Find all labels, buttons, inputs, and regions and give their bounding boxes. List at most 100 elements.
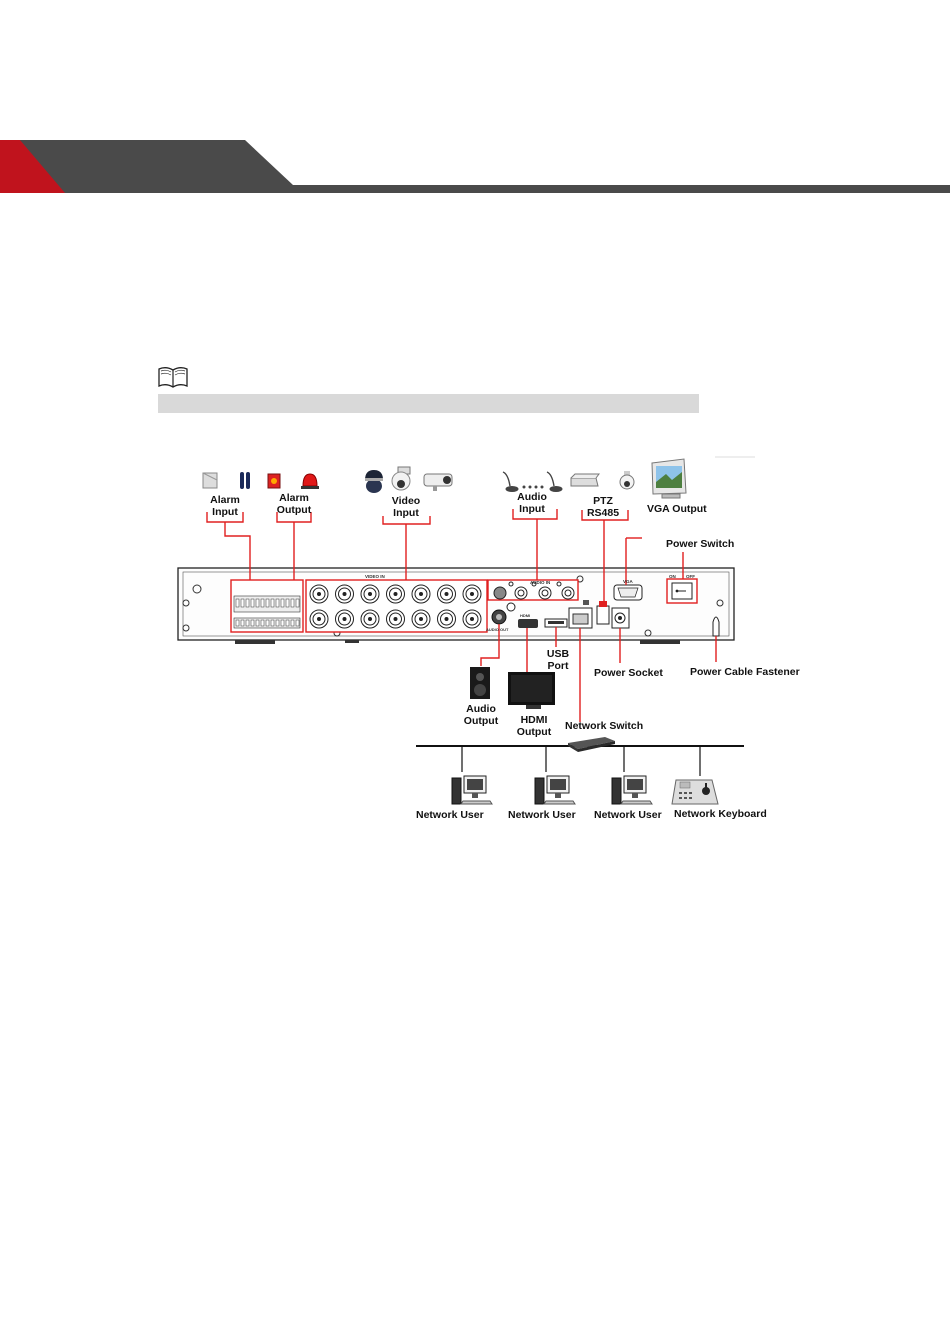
label-network-switch: Network Switch (565, 720, 643, 732)
alarm-terminal-pin (236, 599, 239, 607)
monitor-icon (652, 459, 686, 498)
bnc-connector (336, 610, 354, 628)
panel-audio-out-text: AUDIO OUT (486, 627, 509, 632)
label-ptz-line1: PTZ (580, 495, 626, 507)
alarm-terminal-pin (296, 620, 299, 626)
alarm-terminal-pin (271, 599, 274, 607)
label-ptz: PTZ RS485 (580, 495, 626, 519)
label-power-socket: Power Socket (594, 667, 663, 679)
label-alarm-input-line2: Input (203, 506, 247, 518)
alarm-terminal-pin (241, 620, 244, 626)
book-icon (157, 366, 189, 388)
network-switch-icon (568, 737, 615, 752)
page-header-banner (0, 0, 950, 200)
label-audio-input-line2: Input (510, 503, 554, 515)
tv-icon (508, 672, 555, 709)
alarm-terminal-pin (291, 599, 294, 607)
audio-out-jack (492, 610, 506, 624)
bnc-connector (310, 585, 328, 603)
alarm-terminal-pin (286, 599, 289, 607)
network-drops (462, 746, 700, 776)
bnc-connector (310, 610, 328, 628)
computer-icon (452, 776, 492, 804)
label-alarm-output: Alarm Output (272, 492, 316, 516)
usb-port (545, 619, 567, 627)
alarm-terminal-pin (266, 599, 269, 607)
bnc-connector (438, 610, 456, 628)
speaker-icon (470, 667, 490, 699)
label-vga-output: VGA Output (647, 503, 707, 515)
camera-icon (365, 467, 452, 493)
alarm-terminal-pin (251, 599, 254, 607)
label-video-input-line1: Video (384, 495, 428, 507)
label-usb-port: USB Port (541, 648, 575, 672)
bnc-connector (387, 585, 405, 603)
label-network-user-2: Network User (508, 809, 576, 821)
vga-port (614, 585, 642, 600)
alarm-terminal-pin (296, 599, 299, 607)
label-audio-output-line2: Output (459, 715, 503, 727)
label-hdmi-output-line1: HDMI (512, 714, 556, 726)
alarm-terminal-pin (286, 620, 289, 626)
label-alarm-output-line2: Output (272, 504, 316, 516)
alarm-terminal-pin (281, 599, 284, 607)
computer-icon (612, 776, 652, 804)
alarm-terminal-pin (256, 599, 259, 607)
alarm-sensor-icon (203, 472, 250, 489)
alarm-terminal-block (231, 580, 303, 632)
label-network-user-3: Network User (594, 809, 662, 821)
power-socket-port (612, 608, 629, 628)
label-alarm-output-line1: Alarm (272, 492, 316, 504)
power-cable-fastener-hook (713, 617, 719, 636)
label-power-cable-fastener: Power Cable Fastener (690, 666, 800, 678)
alarm-terminal-pin (276, 599, 279, 607)
alarm-terminal-pin (271, 620, 274, 626)
siren-icon (268, 474, 319, 489)
bnc-connector (412, 585, 430, 603)
label-network-user-1: Network User (416, 809, 484, 821)
panel-vga-text: VGA (623, 579, 634, 584)
rs485-terminal (597, 606, 609, 624)
label-alarm-input-line1: Alarm (203, 494, 247, 506)
bnc-connector (463, 610, 481, 628)
audio-in-block (488, 580, 578, 600)
bnc-connector (361, 585, 379, 603)
alarm-terminal-pin (276, 620, 279, 626)
alarm-terminal-pin (261, 599, 264, 607)
bnc-connector (463, 585, 481, 603)
dvr-rear-panel (178, 568, 734, 644)
label-hdmi-output: HDMI Output (512, 714, 556, 738)
alarm-terminal-pin (241, 599, 244, 607)
label-usb-port-line1: USB (541, 648, 575, 660)
label-usb-port-line2: Port (541, 660, 575, 672)
label-ptz-line2: RS485 (580, 507, 626, 519)
alarm-terminal-pin (281, 620, 284, 626)
label-power-switch: Power Switch (666, 538, 734, 550)
header-dark-band (0, 140, 950, 193)
keyboard-icon (672, 780, 718, 804)
power-switch-unit (667, 579, 697, 603)
hdmi-port (518, 619, 538, 628)
alarm-terminal-pin (266, 620, 269, 626)
video-in-block (306, 580, 487, 632)
lan-port (569, 608, 592, 628)
label-hdmi-output-line2: Output (512, 726, 556, 738)
panel-off-text: OFF (686, 574, 695, 579)
callout-lines (207, 509, 716, 722)
alarm-terminal-pin (246, 620, 249, 626)
alarm-terminal-pin (256, 620, 259, 626)
alarm-terminal-pin (236, 620, 239, 626)
bnc-connector (438, 585, 456, 603)
label-audio-input-line1: Audio (510, 491, 554, 503)
label-network-keyboard: Network Keyboard (674, 808, 767, 820)
panel-hdmi-text: HDMI (520, 613, 530, 618)
alarm-terminal-pin (291, 620, 294, 626)
bnc-connector (361, 610, 379, 628)
alarm-terminal-pin (246, 599, 249, 607)
note-bar (158, 394, 699, 413)
label-video-input-line2: Input (384, 507, 428, 519)
panel-on-text: ON (669, 574, 676, 579)
ptz-device-icon (571, 471, 634, 489)
label-audio-output-line1: Audio (459, 703, 503, 715)
